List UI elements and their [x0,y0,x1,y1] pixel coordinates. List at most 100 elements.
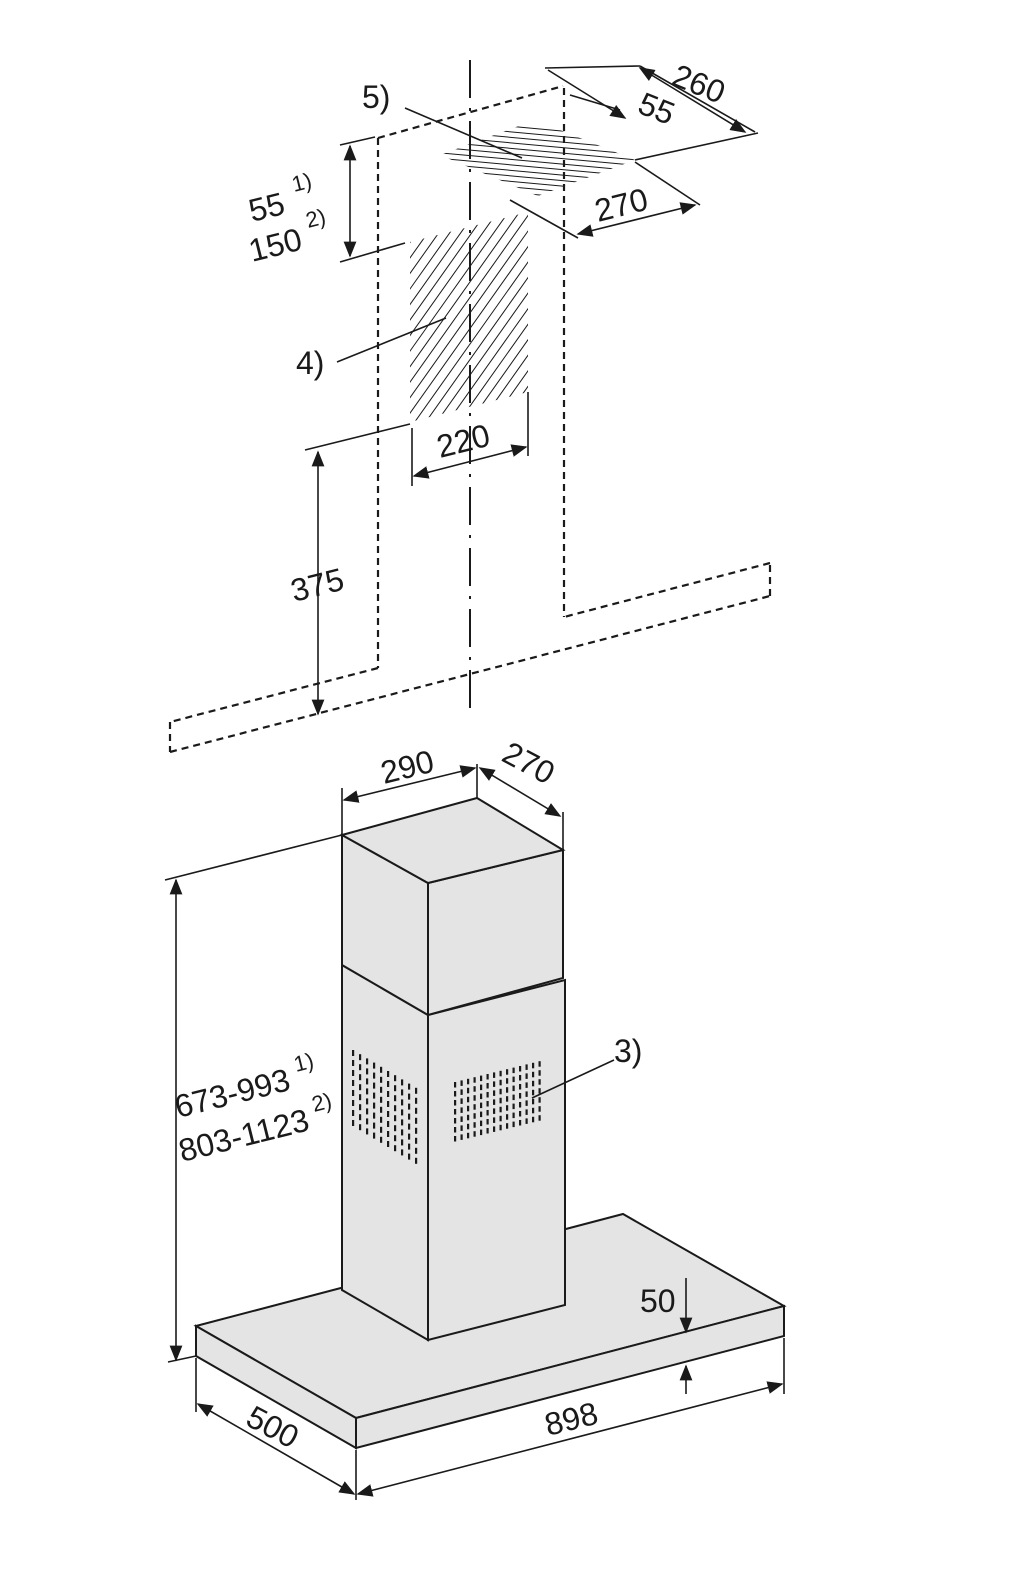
vent-slot [401,1149,404,1156]
vent-slot [366,1098,369,1105]
vent-slot [525,1118,528,1124]
vent-slot [480,1129,483,1136]
vent-slot [366,1108,369,1115]
vent-slot [532,1089,535,1096]
vent-slot [415,1097,418,1104]
vent-slot [408,1083,411,1090]
dim-898-label: 898 [541,1395,602,1443]
vent-slot [352,1060,355,1066]
hatch-line [688,200,858,440]
vent-slot [401,1099,404,1106]
vent-slot [352,1100,355,1106]
vent-slot [401,1139,404,1146]
hatch-line [445,212,528,422]
vent-slot [454,1109,457,1115]
hatch-line [410,212,528,422]
vent-slot [532,1062,535,1069]
vent-slot [532,1071,535,1078]
vent-slot [380,1106,383,1113]
vent-slot [373,1112,376,1119]
hatch-line [699,200,869,440]
vent-slot [460,1089,463,1095]
vent-slot [380,1116,383,1123]
hatch-line [410,212,528,422]
vent-slot [415,1127,418,1134]
hatch-line [410,212,463,422]
vent-slot [519,1093,522,1099]
vent-slot [380,1086,383,1093]
vent-slot [359,1074,362,1081]
vent-slot [493,1081,496,1087]
vent-slot [359,1094,362,1101]
vent-slot [460,1107,463,1113]
vent-slot [499,1070,502,1077]
hatch-line [440,123,635,146]
vent-slot [387,1071,390,1077]
vent-slot [373,1132,376,1139]
vent-slot [480,1111,483,1118]
hatch-line [611,200,781,440]
vent-slot [506,1096,509,1102]
hatch-line [666,200,836,440]
hatch-line [410,212,528,422]
vent-slot [525,1073,528,1079]
vent-slot [499,1124,502,1131]
vent-slot [460,1134,463,1140]
vent-slot [512,1094,515,1101]
installation-outline [168,84,772,754]
vent-slot [359,1114,362,1121]
vent-slot [473,1104,476,1110]
vent-slot [394,1075,397,1082]
vent-slot [408,1093,411,1100]
vent-slot [380,1136,383,1143]
vent-slot [460,1098,463,1104]
vent-slot [454,1100,457,1106]
vent-slot [486,1128,489,1134]
vent-slot [467,1123,470,1130]
vent-slot [525,1109,528,1115]
vent-slot [387,1111,390,1117]
worktop-left-back [169,666,379,724]
vent-slot [380,1076,383,1083]
vent-slot [473,1113,476,1119]
leader-5 [404,107,523,159]
hatch-line [578,200,748,440]
vent-slot [493,1072,496,1078]
vent-slot [473,1086,476,1092]
hatch-line [410,212,528,422]
hatch-line [534,200,704,440]
vent-slot [512,1085,515,1092]
vent-slot [415,1137,418,1144]
leader-3 [531,1059,615,1099]
vent-slot [394,1085,397,1092]
hatch-line [440,134,635,157]
hatch-line [410,212,496,422]
dim-line-220 [412,444,528,479]
vent-slot [454,1091,457,1097]
vent-slot [493,1117,496,1123]
vent-slot [538,1097,541,1103]
vent-slot [493,1108,496,1114]
vent-slot [373,1092,376,1099]
hatch-line [677,200,847,440]
hatch-line [410,212,518,422]
dim-line-55 [547,69,627,119]
hatch-line [467,212,528,422]
vent-slot [525,1082,528,1088]
vent-slot [460,1125,463,1131]
hatch-line [440,145,635,168]
hatch-line [633,200,803,440]
callout-3-label: 3) [614,1033,642,1069]
vent-slot [519,1111,522,1117]
vent-slot [467,1105,470,1112]
vent-slot [467,1096,470,1103]
vent-slot [415,1117,418,1124]
dim-line-500 [196,1403,356,1495]
vent-slot [387,1081,390,1087]
vent-slot [538,1115,541,1121]
vent-slot [401,1119,404,1126]
vent-slot [394,1145,397,1152]
vent-slot [387,1121,390,1127]
vent-slot [352,1080,355,1086]
vent-slot [480,1120,483,1127]
